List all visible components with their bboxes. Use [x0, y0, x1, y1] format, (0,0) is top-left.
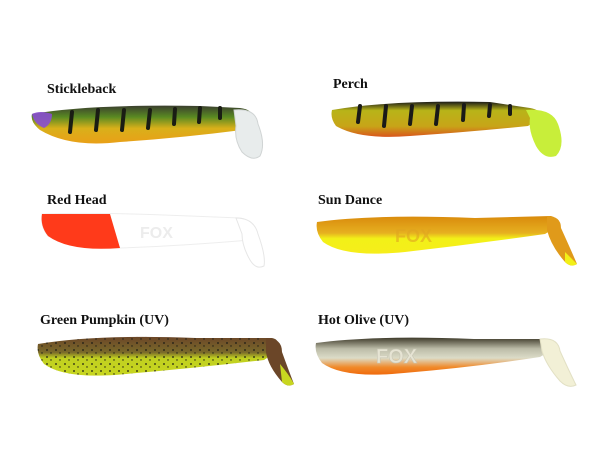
sun-dance-lure-image: FOX — [316, 216, 577, 266]
stickleback-lure-image — [31, 105, 264, 159]
hot-olive-lure-image: FOX — [315, 337, 577, 387]
lure-label: Green Pumpkin (UV) — [40, 313, 169, 328]
red-head-lure-image: FOX — [41, 212, 265, 268]
perch-lure-image — [331, 101, 562, 157]
fox-watermark: FOX — [395, 226, 432, 246]
lure-label: Stickleback — [47, 82, 117, 97]
lure-label: Sun Dance — [318, 193, 383, 208]
fox-watermark: FOX — [376, 346, 418, 368]
lure-label: Red Head — [47, 193, 107, 208]
fox-watermark: FOX — [140, 225, 173, 242]
lure-label: Hot Olive (UV) — [318, 313, 409, 328]
green-pumpkin-lure-image — [37, 336, 294, 386]
lure-label: Perch — [333, 77, 368, 92]
